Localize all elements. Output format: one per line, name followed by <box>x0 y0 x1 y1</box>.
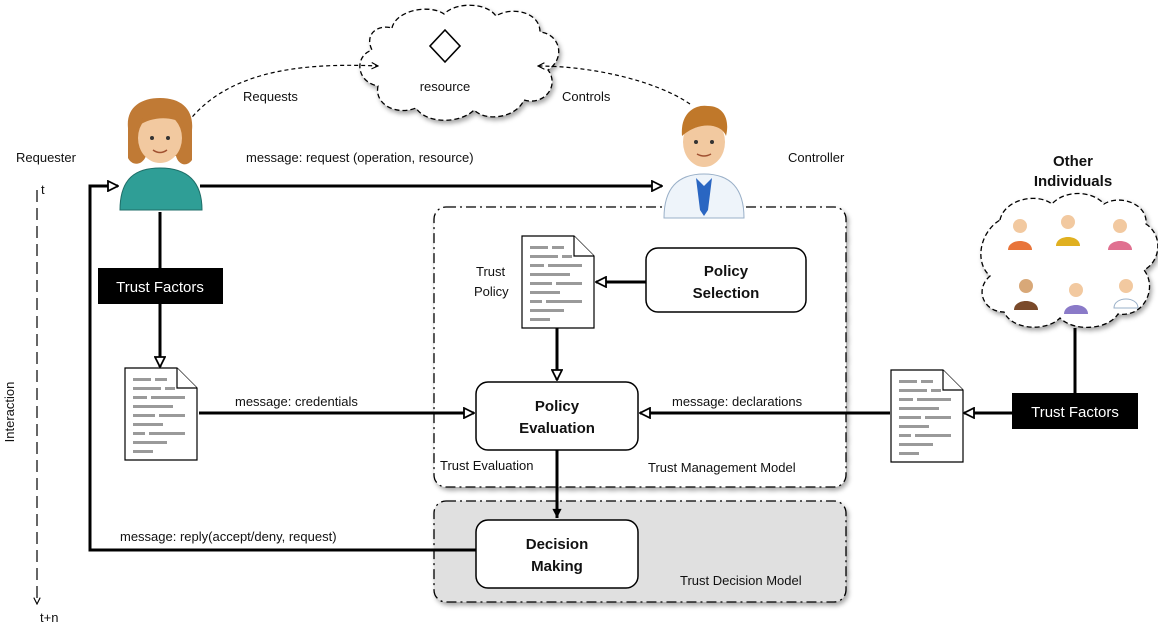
trust-factors-left-box <box>98 268 223 304</box>
resource-diamond-icon <box>428 28 462 64</box>
decision-making-line1: Decision <box>526 536 589 553</box>
request-message-label: message: request (operation, resource) <box>246 150 474 165</box>
trust-factors-right-box <box>1012 393 1138 429</box>
trust-policy-document-icon <box>521 235 595 329</box>
trust-factors-left-label: Trust Factors <box>116 279 204 296</box>
requester-avatar-icon <box>119 98 203 211</box>
trust-policy-label-line2: Policy <box>474 284 509 299</box>
person-icon <box>1014 279 1038 310</box>
other-individuals-cloud <box>980 192 1158 329</box>
controls-label: Controls <box>562 89 611 104</box>
person-icon <box>1113 279 1139 309</box>
policy-selection-line2: Selection <box>693 285 760 302</box>
declarations-message-label: message: declarations <box>672 394 803 409</box>
timeline-label: Interaction <box>2 382 17 443</box>
controls-curve <box>538 66 691 105</box>
person-icon <box>1056 215 1080 246</box>
person-icon <box>1108 219 1132 250</box>
trust-factors-right-label: Trust Factors <box>1031 404 1119 421</box>
trust-policy-label-line1: Trust <box>476 264 506 279</box>
credentials-document-icon <box>124 367 198 461</box>
trust-evaluation-label: Trust Evaluation <box>440 458 533 473</box>
decision-making-line2: Making <box>531 558 583 575</box>
policy-evaluation-line2: Evaluation <box>519 420 595 437</box>
policy-selection-box <box>645 247 807 313</box>
controller-avatar-icon <box>663 105 745 219</box>
requester-label: Requester <box>16 150 77 165</box>
resource-label: resource <box>420 79 471 94</box>
policy-selection-line1: Policy <box>704 263 749 280</box>
requests-curve <box>187 65 378 123</box>
resource-cloud: resource <box>359 4 560 121</box>
person-icon <box>1008 219 1032 250</box>
others-label-line2: Individuals <box>1034 173 1112 190</box>
person-icon <box>1064 283 1088 314</box>
policy-evaluation-box <box>475 381 639 451</box>
reply-message-label: message: reply(accept/deny, request) <box>120 529 337 544</box>
timeline-start-label: t <box>41 182 45 197</box>
declarations-document-icon <box>890 369 964 463</box>
policy-evaluation-line1: Policy <box>535 398 580 415</box>
credentials-message-label: message: credentials <box>235 394 358 409</box>
trust-decision-model-label: Trust Decision Model <box>680 573 802 588</box>
decision-making-box <box>475 519 639 589</box>
controller-label: Controller <box>788 150 845 165</box>
reply-message-arrow <box>88 186 476 552</box>
others-label-line1: Other <box>1053 153 1093 170</box>
requests-label: Requests <box>243 89 298 104</box>
trust-management-model-label: Trust Management Model <box>648 460 796 475</box>
timeline-end-label: t+n <box>40 610 58 625</box>
